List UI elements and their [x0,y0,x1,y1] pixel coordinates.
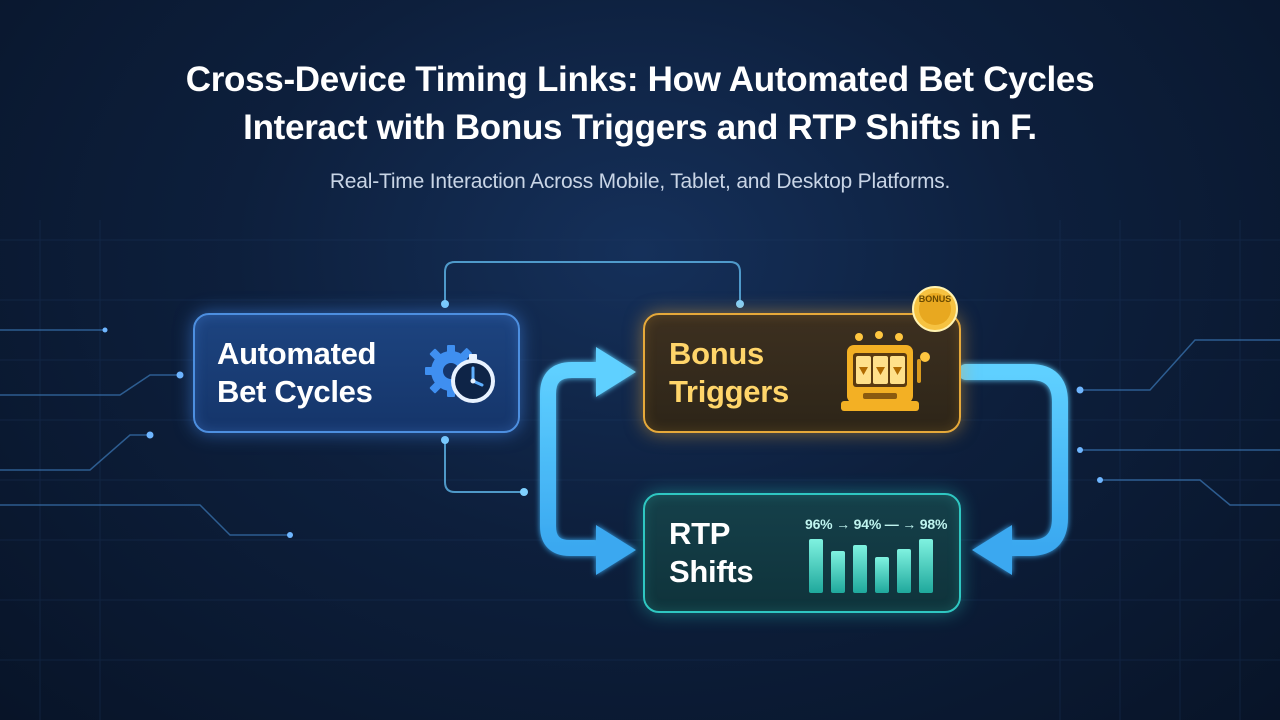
right-circuit-nodes [1076,386,1103,483]
arrow-bonus-to-rtp [958,364,1068,556]
arrowhead-to-rtp [596,525,636,575]
rtp-values: 96% → 94% — → 98% [805,516,947,532]
left-circuit-traces [0,329,290,536]
rtp-arrow-2: → [902,516,917,532]
bonus-coin-icon [912,286,958,332]
page-subtitle: Real-Time Interaction Across Mobile, Tab… [329,170,951,193]
bar-chart-icon [809,539,933,593]
rtp-value-2: 94% [853,516,882,532]
rtp-arrow-1: → [836,516,850,532]
right-circuit-traces [1080,339,1280,506]
arrow-rtp-to-bonus [540,362,608,556]
rtp-shifts-card: RTP Shifts 96% → 94% — → 98% [643,493,961,613]
arrowhead-to-bonus [596,347,636,397]
automated-bet-cycles-card: Automated Bet Cycles [193,313,520,433]
bonus-triggers-label: Bonus Triggers [669,336,789,409]
slot-machine-icon [841,331,930,411]
bonus-badge-text: BONUS [918,294,952,304]
rtp-dash: — [884,516,899,532]
connector-dots [441,300,744,496]
flow-arrows [540,347,1068,575]
title-line-1: Cross-Device Timing Links: How Automated… [185,60,1095,99]
page-title: Cross-Device Timing Links: How Automated… [0,56,1280,152]
thin-connectors [444,261,741,493]
background-grid [0,220,1280,720]
left-circuit-nodes [102,327,293,538]
rtp-shifts-label: RTP Shifts [669,516,754,589]
title-line-2: Interact with Bonus Triggers and RTP Shi… [243,108,1037,147]
bonus-triggers-card: Bonus Triggers [643,313,961,433]
automated-bet-cycles-label: Automated Bet Cycles [217,336,377,409]
rtp-value-1: 96% [805,516,833,532]
rtp-value-3: 98% [919,516,948,532]
arrowhead-right-to-rtp [972,525,1012,575]
gear-stopwatch-icon [425,345,495,403]
